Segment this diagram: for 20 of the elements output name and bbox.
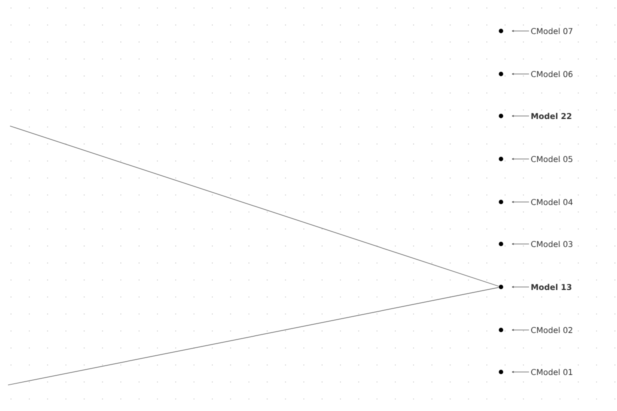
arrow <box>512 243 530 245</box>
model-label: CModel 05 <box>531 156 572 162</box>
arrow <box>512 73 530 75</box>
arrow <box>512 286 530 288</box>
model-label: CModel 03 <box>531 240 572 248</box>
model-label: CModel 07 <box>531 28 572 34</box>
model-label: CModel 02 <box>531 326 572 334</box>
arrow <box>512 371 530 373</box>
model-label: CModel 01 <box>531 368 572 376</box>
line <box>8 287 499 386</box>
model-label: CModel 06 <box>531 70 573 78</box>
arrow <box>512 158 530 160</box>
arrow <box>512 329 530 331</box>
line <box>10 126 500 287</box>
arrow <box>512 201 530 203</box>
arrow <box>512 30 530 32</box>
model-label: Model 13 <box>531 284 572 290</box>
model-label: Model 22 <box>531 112 572 120</box>
model-label: CModel 04 <box>531 198 573 206</box>
arrow <box>512 115 530 117</box>
